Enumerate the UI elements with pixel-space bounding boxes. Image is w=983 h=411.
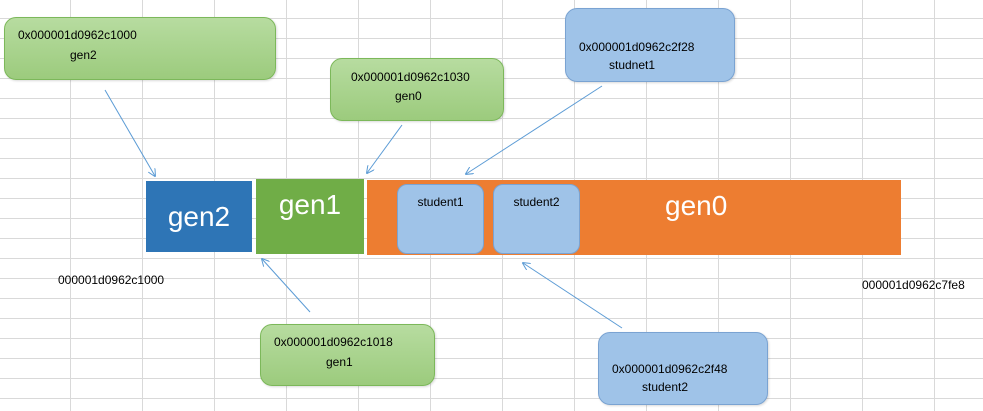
callout-student1-label: studnet1 [609,58,656,72]
arrow-student2 [523,263,623,329]
callout-student1-address: 0x000001d0962c2f28 [579,40,695,54]
callout-gen2: 0x000001d0962c1000 gen2 [4,17,276,80]
arrow-gen0 [367,124,403,173]
callout-student2-label: student2 [642,380,689,394]
student2-object-label: student2 [513,195,560,209]
range-end-address: 000001d0962c7fe8 [862,278,965,292]
student1-object-label: student1 [417,195,464,209]
callout-gen1-address: 0x000001d0962c1018 [274,335,393,349]
callout-gen2-label: gen2 [70,48,97,62]
gen1-block: gen1 [256,179,364,254]
arrow-gen2 [104,89,155,176]
gen2-block-label: gen2 [167,200,231,232]
gen0-block-label: gen0 [665,190,728,221]
arrow-gen1 [262,259,311,313]
callout-gen0-label: gen0 [395,89,422,103]
callout-gen1-label: gen1 [326,355,353,369]
callout-gen2-address: 0x000001d0962c1000 [18,28,137,42]
callout-student2: 0x000001d0962c2f48 student2 [598,332,768,405]
range-start-address: 000001d0962c1000 [58,273,165,287]
callout-gen1: 0x000001d0962c1018 gen1 [260,324,435,386]
callout-student2-address: 0x000001d0962c2f48 [612,362,728,376]
student1-object: student1 [397,184,484,254]
callout-student1: 0x000001d0962c2f28 studnet1 [565,8,735,82]
student2-object: student2 [493,184,580,254]
callout-gen0-address: 0x000001d0962c1030 [351,70,470,84]
gen1-block-label: gen1 [278,189,342,220]
arrow-student1 [466,85,603,174]
callout-gen0: 0x000001d0962c1030 gen0 [330,58,504,121]
gen2-block: gen2 [146,181,252,252]
